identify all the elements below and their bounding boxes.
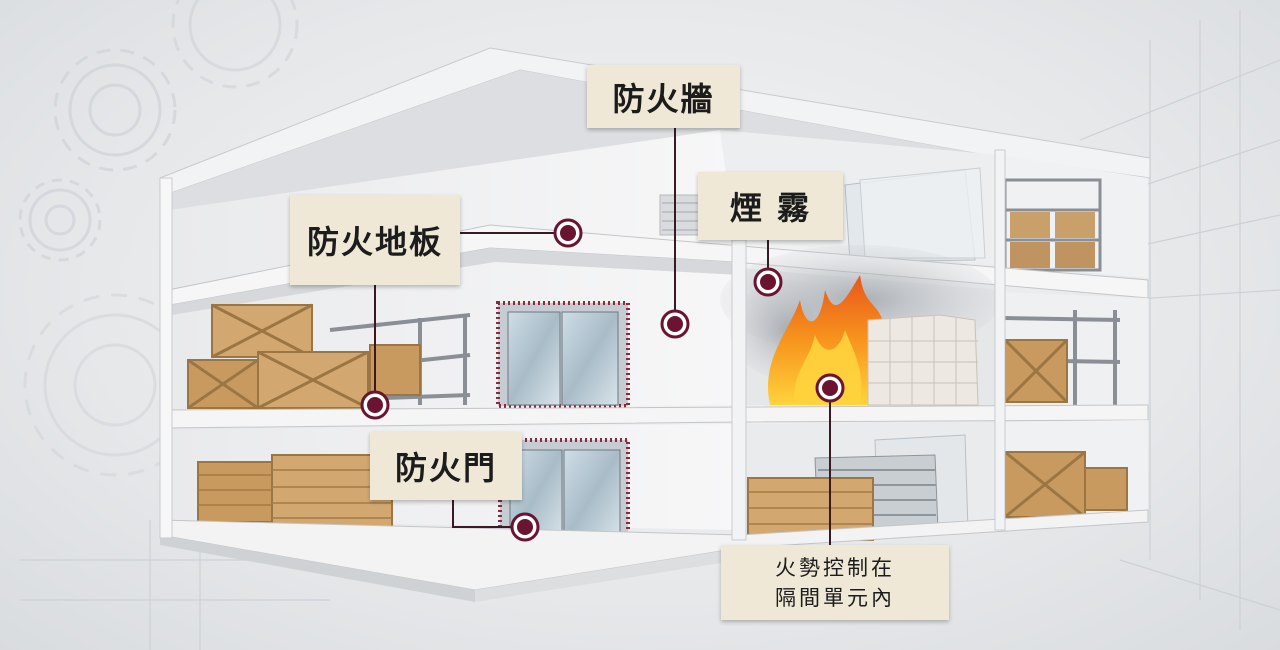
label-fire-contained: 火勢控制在 隔間單元內: [721, 545, 949, 620]
label-fire-floor: 防火地板: [290, 195, 460, 285]
right-column: [994, 149, 1006, 531]
vent-grille: [659, 194, 701, 236]
marker-fire-floor: [553, 218, 583, 248]
crate-icon: [1003, 338, 1069, 404]
stacked-tiles: [867, 314, 979, 406]
gear-icon: [171, 0, 299, 89]
label-fire-contained-line1: 火勢控制在: [775, 555, 895, 580]
label-fire-contained-line2: 隔間單元內: [775, 585, 895, 610]
label-firewall: 防火牆: [587, 65, 740, 128]
roof-underside: [165, 70, 985, 210]
marker-fire: [815, 373, 845, 403]
marker-fire-floor-lower: [360, 390, 390, 420]
marker-firewall: [660, 309, 690, 339]
label-smoke: 煙 霧: [698, 172, 843, 240]
crate-icon: [197, 454, 393, 531]
marker-smoke: [753, 267, 783, 297]
glass-panels: [814, 434, 969, 533]
gear-icon: [18, 178, 102, 262]
gear-icon: [53, 48, 177, 172]
label-fire-door: 防火門: [370, 432, 522, 500]
door-icon: [496, 301, 630, 408]
left-wall-edge: [159, 177, 173, 539]
fire-icon: [767, 275, 895, 405]
center-column: [731, 239, 747, 541]
connector-fire-door: [452, 500, 512, 528]
crate-icon: [187, 303, 421, 410]
marker-fire-door: [510, 512, 540, 542]
